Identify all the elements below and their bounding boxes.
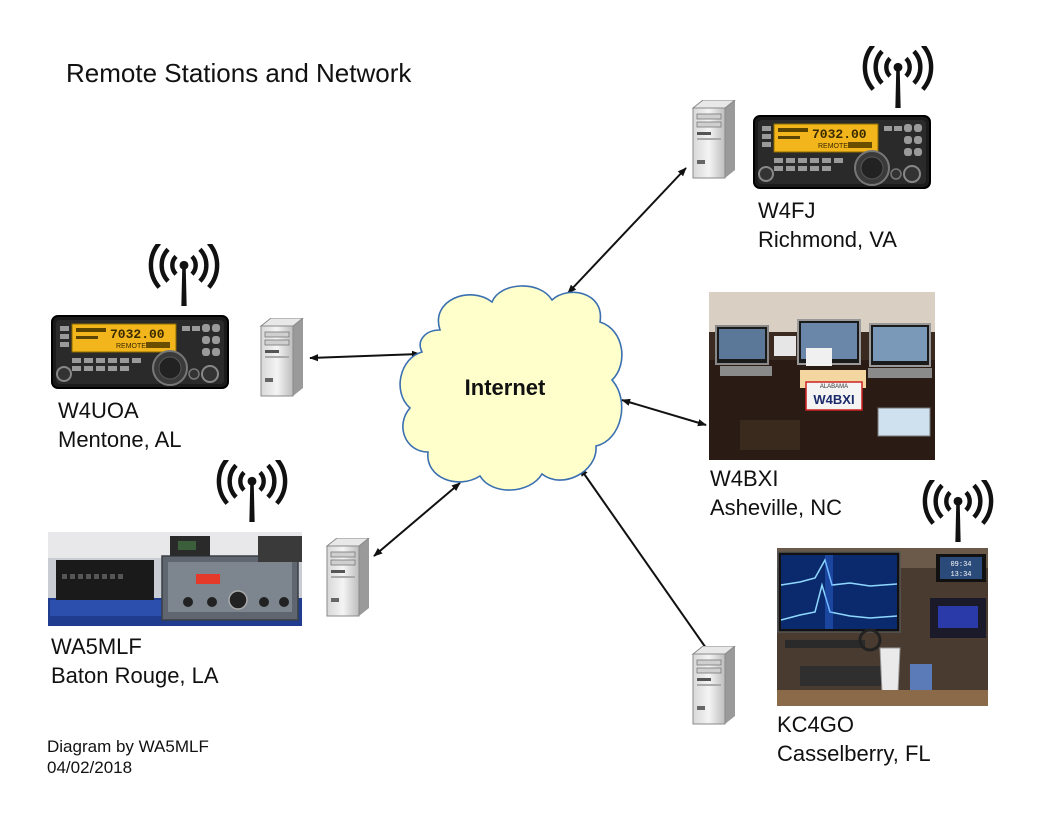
photo-w4bxi: ALABAMA W4BXI [709,292,935,460]
server-icon [326,538,370,617]
plate-state: ALABAMA [820,384,848,390]
station-call: KC4GO [777,712,855,737]
radio-display-main: 7032.00 [812,127,867,142]
credit-date: 04/02/2018 [47,758,133,777]
link-kc4go [579,467,707,649]
station-call: W4BXI [710,466,779,491]
radio-display-sub: REMOTE [116,343,146,350]
photo-kc4go: 09:34 13:34 [777,548,988,706]
station-label-w4uoa: W4UOA Mentone, AL [58,396,182,454]
link-w4bxi [621,398,707,427]
clock-2: 13:34 [950,571,971,579]
antenna-icon [151,243,217,306]
radio-w4fj: 7032.00 REMOTE [753,115,931,189]
server-icon [260,318,304,397]
diagram-title: Remote Stations and Network [66,58,412,88]
antenna-icon [925,479,991,542]
link-w4fj [567,167,687,294]
diagram-credit: Diagram by WA5MLF 04/02/2018 [47,736,209,778]
photo-wa5mlf [48,532,302,626]
server-icon [692,646,736,725]
link-wa5mlf [373,482,461,557]
station-location: Asheville, NC [710,495,843,520]
station-call: WA5MLF [51,634,142,659]
clock-1: 09:34 [950,561,971,569]
station-location: Richmond, VA [758,227,897,252]
plate-text: W4BXI [813,392,854,407]
server-icon [692,100,736,179]
station-label-wa5mlf: WA5MLF Baton Rouge, LA [51,632,219,690]
antenna-icon [865,45,931,108]
station-location: Casselberry, FL [777,741,931,766]
station-label-w4bxi: W4BXI Asheville, NC [710,464,842,522]
station-call: W4UOA [58,398,139,423]
station-call: W4FJ [758,198,816,223]
link-w4uoa [309,350,421,362]
antenna-icon [219,459,285,522]
radio-w4uoa: 7032.00 REMOTE [51,315,229,389]
credit-author: Diagram by WA5MLF [47,737,209,756]
cloud-icon [399,285,623,491]
radio-display-sub: REMOTE [818,143,848,150]
station-location: Mentone, AL [58,427,182,452]
station-label-kc4go: KC4GO Casselberry, FL [777,710,931,768]
internet-label: Internet [464,375,546,400]
station-label-w4fj: W4FJ Richmond, VA [758,196,897,254]
radio-display-main: 7032.00 [110,327,165,342]
station-location: Baton Rouge, LA [51,663,219,688]
